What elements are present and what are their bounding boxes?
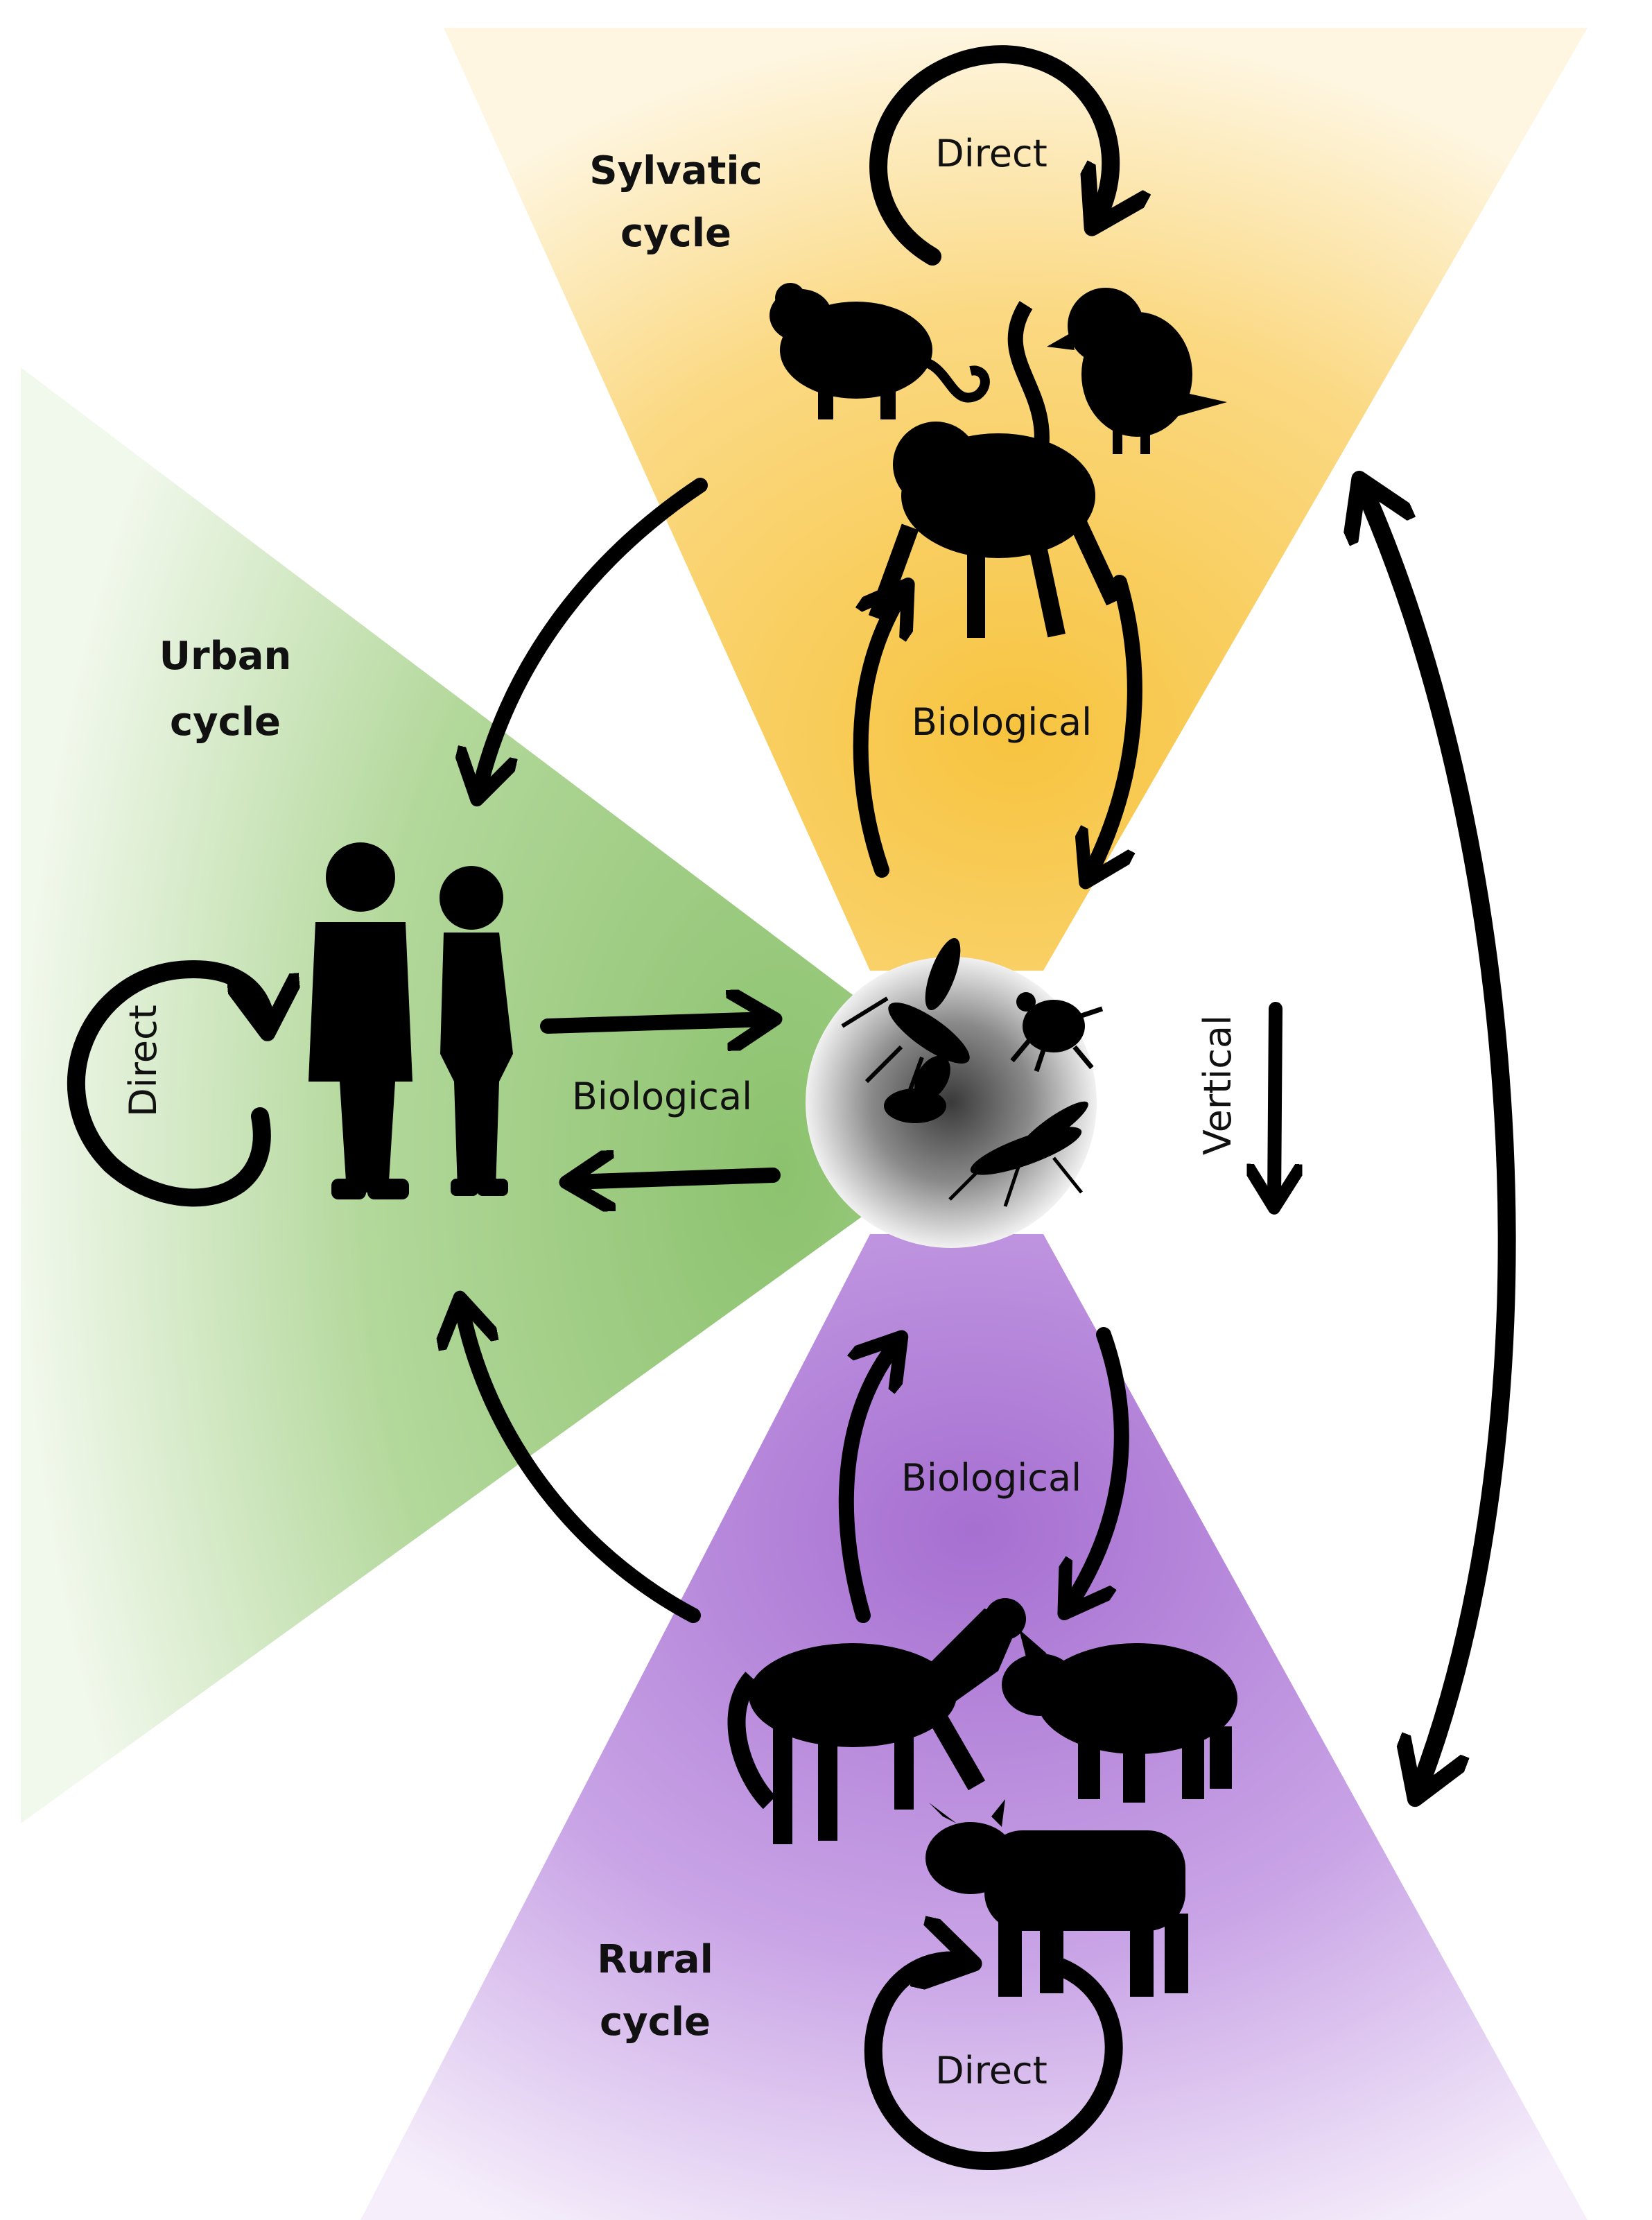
direct-label-urban: Direct	[121, 1005, 165, 1117]
direct-label-rural: Direct	[935, 2049, 1047, 2092]
bird-icon	[1047, 288, 1227, 454]
spillover-arrow-rural-to-urban	[461, 1303, 701, 1623]
horse-icon	[727, 1598, 1026, 1844]
spillover-arrow-sylvatic-to-urban	[478, 478, 708, 794]
biological-arrow-sylvatic-down	[1088, 575, 1142, 877]
tick-icon	[1010, 992, 1104, 1073]
urban-cycle-label-1: Urban	[159, 634, 292, 679]
woman-icon	[440, 866, 513, 1196]
vertical-label: Vertical	[1196, 1015, 1240, 1155]
direct-loop-sylvatic	[869, 45, 1111, 266]
direct-loop-urban	[67, 960, 267, 1207]
biological-arrow-urban-left	[572, 1175, 781, 1182]
urban-cycle-label-2: cycle	[170, 700, 281, 745]
biological-label-rural: Biological	[901, 1456, 1081, 1500]
biological-arrow-rural-up	[838, 1342, 898, 1623]
rat-icon	[770, 283, 990, 419]
rural-wedge	[360, 1234, 1588, 2220]
biological-arrow-sylvatic-up	[853, 589, 905, 878]
man-icon	[308, 842, 412, 1199]
pig-icon	[1002, 1629, 1237, 1803]
biological-arrow-urban-right	[540, 1019, 770, 1026]
biological-label-urban: Biological	[572, 1075, 752, 1118]
rural-cycle-label-2: cycle	[600, 2000, 711, 2045]
biological-label-sylvatic: Biological	[912, 700, 1092, 744]
direct-label-sylvatic: Direct	[935, 132, 1047, 175]
spillover-arrow-sylvatic-rural	[1362, 485, 1516, 1792]
sandfly-icon	[948, 1101, 1088, 1207]
monkey-icon	[868, 301, 1123, 638]
urban-wedge	[21, 367, 867, 1823]
sylvatic-cycle-label-2: cycle	[620, 211, 731, 256]
cow-icon	[925, 1799, 1188, 1997]
rural-cycle-label-1: Rural	[597, 1937, 713, 1982]
fly-icon	[884, 1055, 950, 1123]
vertical-arrow	[1274, 1002, 1276, 1203]
sylvatic-cycle-label-1: Sylvatic	[589, 148, 762, 193]
direct-loop-rural	[864, 1961, 1123, 2170]
biological-arrow-rural-down	[1068, 1327, 1129, 1608]
